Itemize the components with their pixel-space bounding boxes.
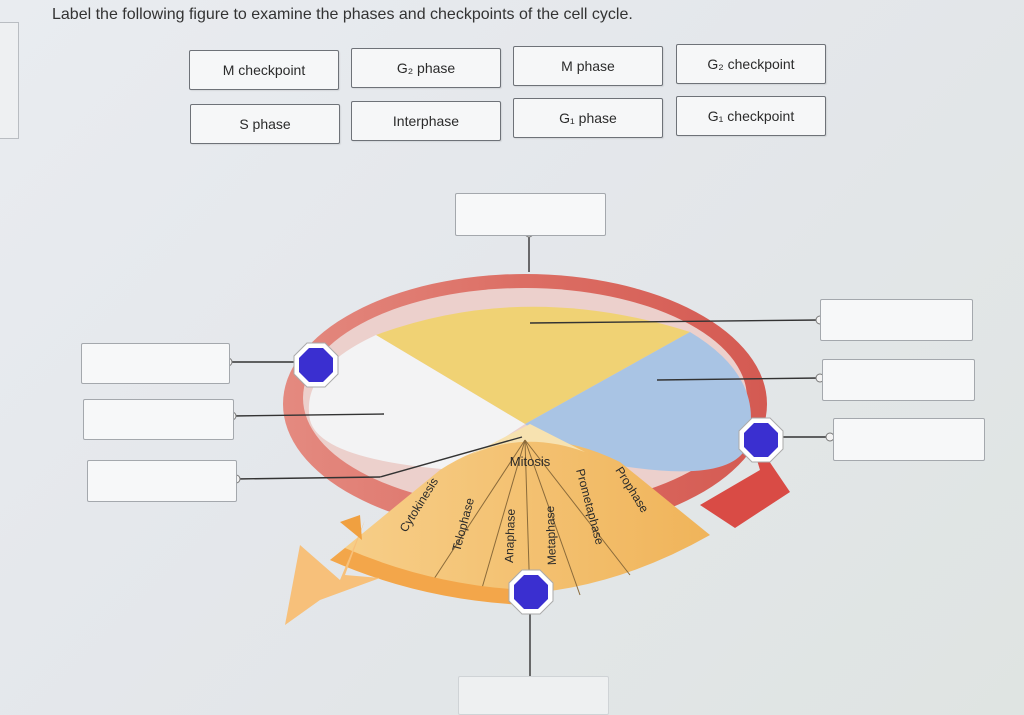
checkpoint-marker-right	[738, 417, 784, 463]
instruction-text: Label the following figure to examine th…	[52, 6, 633, 23]
stage-anaphase: Anaphase	[502, 508, 518, 563]
ring-arrowhead	[700, 430, 790, 528]
dropzone-left-2[interactable]	[83, 399, 234, 440]
chip-g1-phase[interactable]: G₁ phase	[513, 98, 663, 138]
mitosis-label: Mitosis	[510, 454, 551, 469]
stage-metaphase: Metaphase	[543, 505, 559, 565]
dropzone-bottom[interactable]	[458, 676, 609, 715]
sector-g1	[376, 306, 690, 424]
dropzone-right-2[interactable]	[822, 359, 975, 401]
orange-arrowhead	[285, 520, 380, 625]
left-panel-edge	[0, 22, 19, 139]
leader-lines	[228, 233, 830, 680]
chip-interphase[interactable]: Interphase	[351, 101, 501, 141]
dropzone-right-1[interactable]	[820, 299, 973, 341]
sector-s	[308, 335, 525, 470]
chip-m-checkpoint[interactable]: M checkpoint	[189, 50, 339, 90]
dropzone-left-3[interactable]	[87, 460, 237, 502]
dropzone-top[interactable]	[455, 193, 606, 236]
dropzone-left-1[interactable]	[81, 343, 230, 384]
chip-g2-phase[interactable]: G₂ phase	[351, 48, 501, 88]
mitosis-arrow-body	[330, 548, 525, 605]
arrow-tip-small	[340, 515, 362, 540]
chip-g1-checkpoint[interactable]: G₁ checkpoint	[676, 96, 826, 136]
chip-s-phase[interactable]: S phase	[190, 104, 340, 144]
sector-g2	[525, 332, 751, 472]
mitosis-center	[470, 424, 585, 455]
dropzone-right-3[interactable]	[833, 418, 985, 461]
chip-m-phase[interactable]: M phase	[513, 46, 663, 86]
chip-g2-checkpoint[interactable]: G₂ checkpoint	[676, 44, 826, 84]
checkpoint-marker-left	[293, 342, 339, 388]
checkpoint-marker-bottom	[508, 569, 554, 615]
